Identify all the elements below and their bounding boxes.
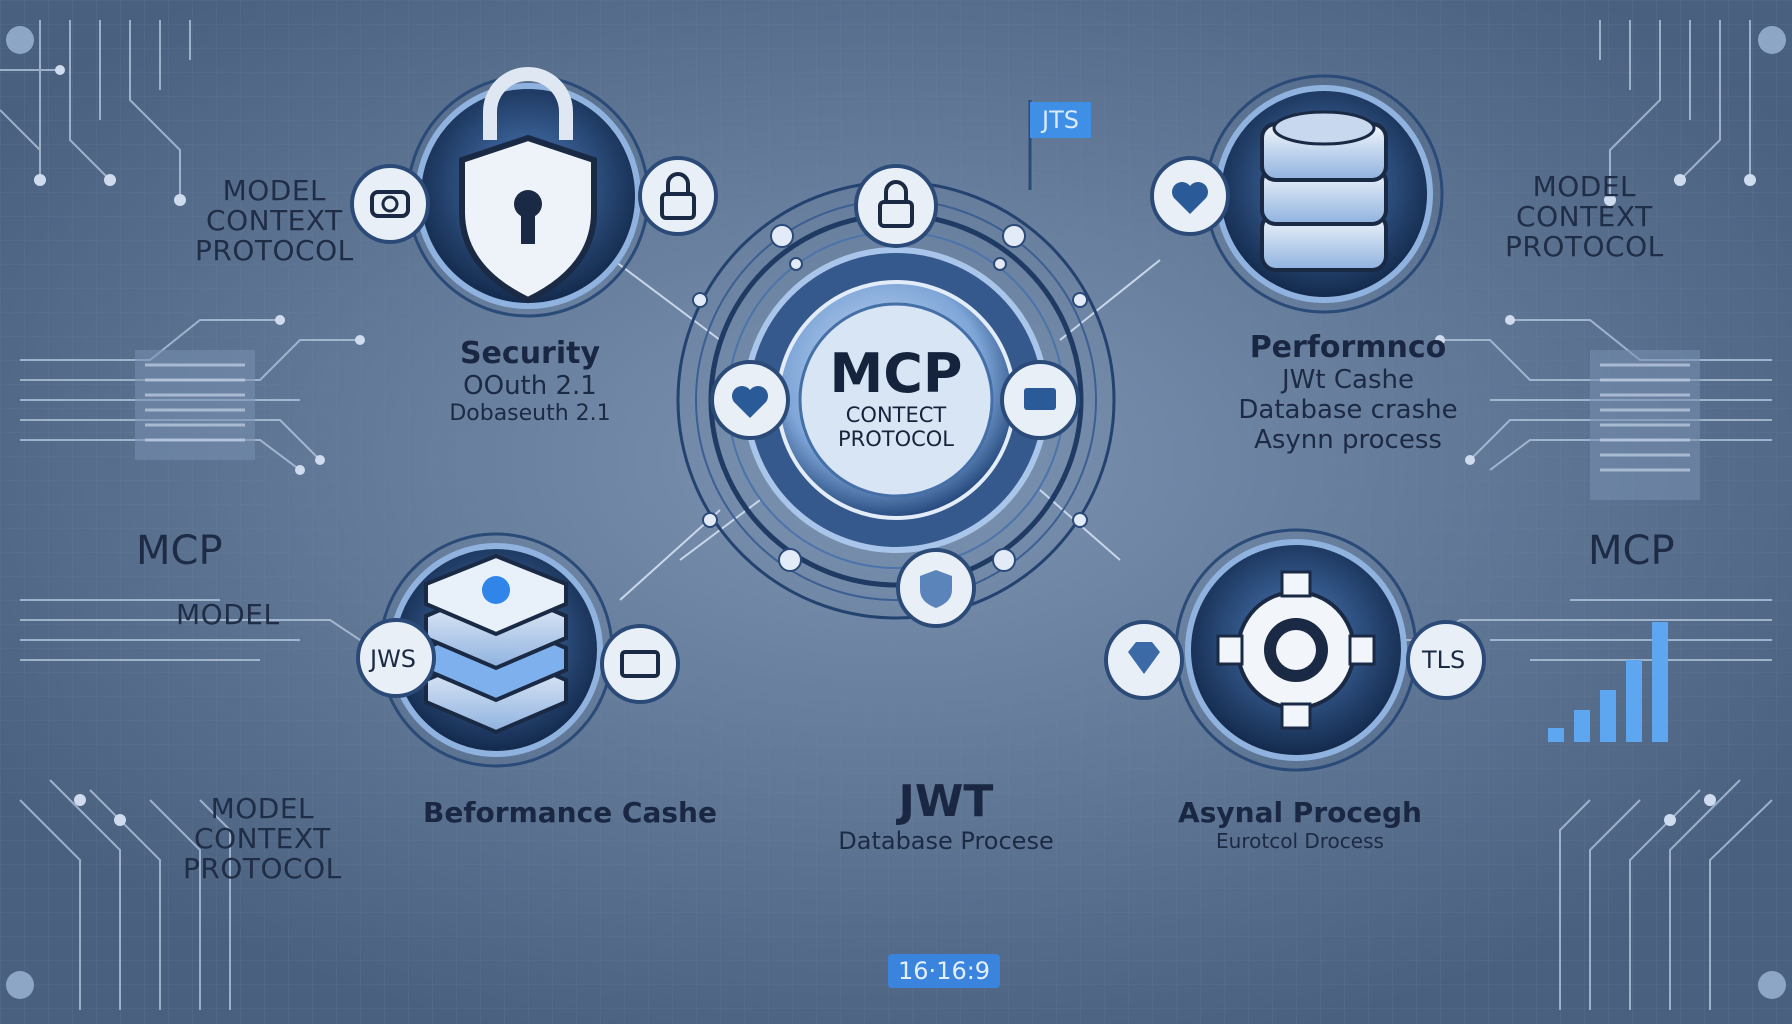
- performance-line3: Asynn process: [1254, 425, 1442, 455]
- performance-node: [1204, 74, 1444, 314]
- camera-badge: [350, 164, 430, 244]
- jts-flag: JTS: [1030, 102, 1091, 138]
- heart-shield-badge: [1150, 156, 1230, 236]
- hub-line1: CONTECT: [845, 403, 947, 427]
- asynal-line1: Eurotcol Drocess: [1216, 829, 1384, 853]
- padlock-shackle-icon: [483, 67, 573, 140]
- right-text-panel: [1590, 350, 1700, 500]
- central-hub: [676, 180, 1116, 620]
- bar-chart-icon: [1548, 622, 1668, 742]
- hub-shield-node: [896, 548, 976, 628]
- lock-badge: [638, 156, 718, 236]
- hub-lock-node: [854, 164, 938, 248]
- jwt-line1: Database Procese: [838, 827, 1054, 855]
- hub-label: MCP CONTECT PROTOCOL: [796, 342, 996, 452]
- security-title: Security: [459, 336, 601, 371]
- performance-line1: JWt Cashe: [1282, 365, 1414, 395]
- hub-device-node: [1000, 360, 1080, 440]
- security-text-block: Security OOuth 2.1 Dobaseuth 2.1: [410, 336, 650, 426]
- security-line1: OOuth 2.1: [463, 371, 597, 401]
- jwt-title: JWT: [898, 776, 994, 827]
- hub-inner-disc: [798, 302, 994, 498]
- asynal-title: Asynal Procegh: [1178, 796, 1422, 829]
- circuit-nodes-left: [6, 26, 425, 999]
- async-node: [1174, 528, 1418, 772]
- beformance-title: Beformance Cashe: [423, 796, 717, 829]
- jws-badge-label: JWS: [370, 645, 417, 673]
- side-mcp-right: MCP: [1588, 528, 1675, 574]
- tls-badge: [1406, 620, 1486, 700]
- side-label-top-left: MODEL CONTEXT PROTOCOL: [195, 174, 354, 267]
- side-model-left: MODEL: [176, 598, 280, 631]
- hub-heart-node: [710, 360, 790, 440]
- layers-stack-icon: [424, 553, 568, 735]
- image-badge: [600, 624, 680, 704]
- keyhole-icon: [521, 210, 535, 244]
- performance-title: Performnco: [1249, 330, 1447, 365]
- security-node: [406, 67, 650, 318]
- side-label-bottom-left: MODEL CONTEXT PROTOCOL: [183, 792, 342, 885]
- gear-icon: [1216, 570, 1376, 730]
- side-mcp-left: MCP: [136, 528, 223, 574]
- side-label-top-right: MODEL CONTEXT PROTOCOL: [1505, 170, 1664, 263]
- jwt-text-block: JWT Database Procese: [796, 776, 1096, 855]
- performance-line2: Database crashe: [1238, 395, 1458, 425]
- left-text-panel: [135, 350, 255, 460]
- cache-node: [378, 532, 614, 768]
- hub-title: MCP: [829, 342, 963, 405]
- tls-badge-label: TLS: [1422, 646, 1466, 674]
- version-badge: 16·16:9: [888, 954, 1001, 988]
- hub-orbit-dots: [692, 224, 1088, 572]
- circuit-nodes-right: [1365, 26, 1786, 999]
- hub-line2: PROTOCOL: [837, 427, 955, 451]
- performance-text-block: Performnco JWt Cashe Database crashe Asy…: [1228, 330, 1468, 455]
- gem-badge: [1104, 620, 1184, 700]
- security-line2: Dobaseuth 2.1: [449, 401, 611, 426]
- database-stack-icon: [1260, 110, 1388, 272]
- asynal-text-block: Asynal Procegh Eurotcol Drocess: [1160, 796, 1440, 853]
- jws-badge: [356, 618, 436, 698]
